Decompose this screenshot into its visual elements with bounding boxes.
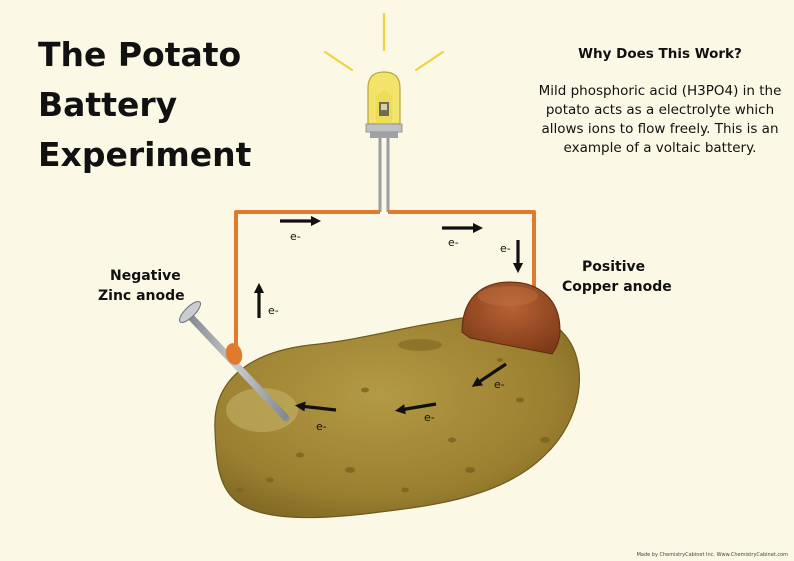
- electron-label: e-: [494, 378, 505, 391]
- electron-label: e-: [424, 411, 435, 424]
- zinc-anode-label: Zinc anode: [98, 288, 185, 304]
- electron-label: e-: [268, 304, 279, 317]
- electron-label: e-: [448, 236, 459, 249]
- negative-label: Negative: [110, 268, 181, 284]
- wire-circuit: [234, 210, 536, 350]
- info-body: Mild phosphoric acid (H3PO4) in the pota…: [538, 83, 782, 156]
- electron-label: e-: [500, 242, 511, 255]
- title-line-1: The Potato: [38, 35, 242, 74]
- title-line-2: Battery: [38, 85, 178, 124]
- credit-text: Made by ChemistryCabinet Inc. Www.Chemis…: [636, 552, 788, 558]
- electron-arrows: [253, 215, 524, 415]
- copper-electrode-icon: [461, 281, 561, 355]
- copper-anode-label: Copper anode: [562, 279, 672, 295]
- nail-icon: [178, 300, 290, 422]
- light-rays: [323, 12, 445, 72]
- arrow-icon: [471, 362, 507, 387]
- electron-label: e-: [290, 230, 301, 243]
- light-bulb-icon: [365, 71, 403, 212]
- title-line-3: Experiment: [38, 135, 252, 174]
- electron-label: e-: [316, 420, 327, 433]
- info-heading: Why Does This Work?: [578, 46, 742, 62]
- positive-label: Positive: [582, 259, 646, 275]
- arrow-icon: [294, 401, 337, 412]
- arrow-icon: [394, 402, 437, 415]
- potato-icon: [214, 312, 581, 519]
